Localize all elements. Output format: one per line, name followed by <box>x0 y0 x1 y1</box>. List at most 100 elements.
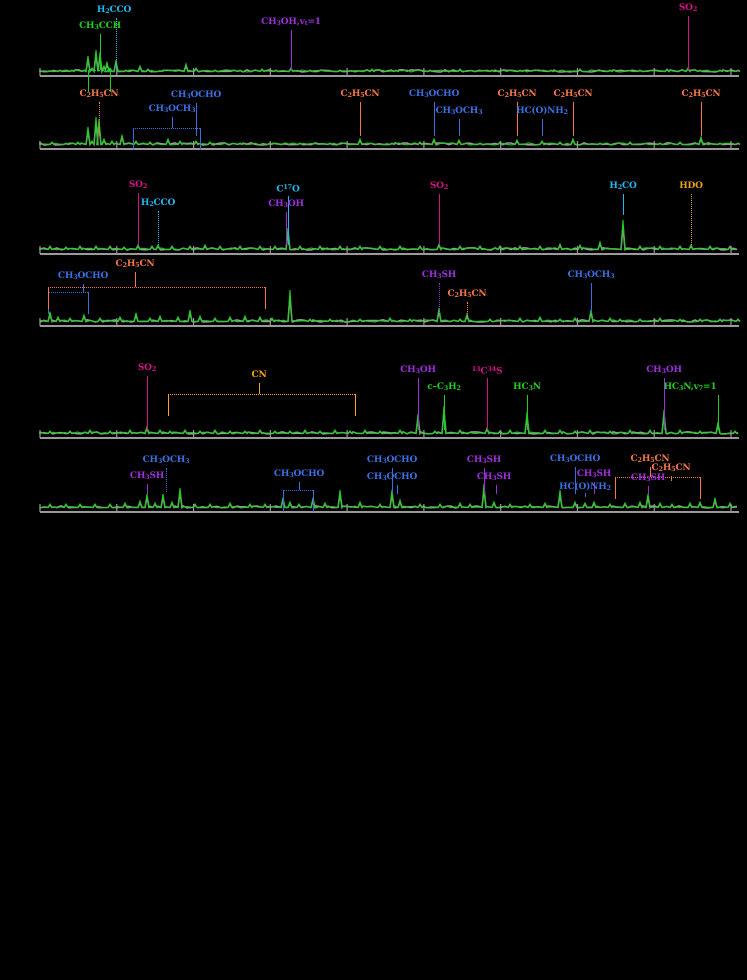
label-stem <box>286 212 287 245</box>
comb-end-tick <box>700 477 701 499</box>
observed-spectrum-panel-5 <box>39 405 739 435</box>
label-stem <box>397 485 398 494</box>
model-spectrum-panel-6 <box>39 488 738 510</box>
molecule-label-ch3och3: CH3OCH3 <box>148 104 196 115</box>
label-stem <box>83 284 84 292</box>
comb-end-tick <box>355 394 356 416</box>
label-stem <box>138 193 139 245</box>
spectrum-trace-panel-2 <box>39 116 741 150</box>
label-stem <box>288 196 289 245</box>
label-stem <box>116 18 118 70</box>
label-stem <box>517 102 518 136</box>
label-stem <box>594 482 595 494</box>
molecule-label-ch3ocho: CH3OCHO <box>170 90 222 101</box>
molecule-label-ch3sh: CH3SH <box>476 472 512 483</box>
molecule-label-hc-o-nh2: HC(O)NH2 <box>516 106 568 117</box>
molecule-label-ch3oh-vt-1: CH3OH,vt=1 <box>261 17 321 28</box>
molecule-label-c2h5cn: C2H5CN <box>630 454 670 465</box>
molecule-label-hdo: HDO <box>679 181 703 191</box>
line-comb-bracket <box>168 394 355 396</box>
label-stem <box>664 378 665 430</box>
comb-end-tick <box>283 490 284 512</box>
molecule-label-c17o: C17O <box>276 183 300 195</box>
molecule-label-c2h5cn: C2H5CN <box>553 89 593 100</box>
label-stem <box>444 395 445 430</box>
label-stem <box>591 283 592 313</box>
molecule-label-ch3sh: CH3SH <box>421 270 457 281</box>
line-comb-bracket <box>283 490 313 492</box>
molecule-label-13c34s: 13C34S <box>471 365 503 377</box>
label-stem <box>650 467 651 477</box>
label-stem <box>147 484 148 494</box>
molecule-label-hc-o-nh2: HC(O)NH2 <box>559 482 611 493</box>
molecule-label-ch3sh: CH3SH <box>466 455 502 466</box>
label-stem <box>299 482 300 490</box>
spectrum-trace-panel-3 <box>39 219 739 255</box>
molecule-label-ch3ocho: CH3OCHO <box>366 472 418 483</box>
molecule-label-ch3sh: CH3SH <box>129 471 165 482</box>
comb-end-tick <box>200 128 201 150</box>
observed-spectrum-panel-3 <box>39 219 738 251</box>
label-stem <box>439 283 441 313</box>
label-stem <box>542 119 543 136</box>
comb-end-tick <box>48 287 49 309</box>
observed-spectrum-panel-4 <box>39 289 741 323</box>
molecule-label-ch3ocho: CH3OCHO <box>57 271 109 282</box>
spectrum-trace-panel-5 <box>39 405 739 439</box>
label-stem <box>691 194 693 245</box>
comb-end-tick <box>615 477 616 499</box>
comb-end-tick <box>265 287 266 309</box>
molecule-label-h2co: H2CO <box>609 181 637 192</box>
molecule-label-c2h5cn: C2H5CN <box>79 89 119 100</box>
line-comb-bracket <box>615 477 700 479</box>
line-comb-bracket <box>88 70 110 72</box>
label-stem <box>701 102 702 136</box>
molecule-label-ch3sh: CH3SH <box>630 473 666 484</box>
molecule-label-ch3cch: CH3CCH <box>79 21 121 32</box>
label-stem <box>99 102 101 136</box>
label-stem <box>623 194 624 215</box>
label-stem <box>135 272 136 287</box>
label-stem <box>172 117 173 128</box>
molecule-label-c2h5cn: C2H5CN <box>681 89 721 100</box>
molecule-label-so2: SO2 <box>678 3 698 14</box>
label-stem <box>196 103 197 136</box>
molecule-label-ch3oh: CH3OH <box>400 365 436 376</box>
comb-end-tick <box>110 70 111 92</box>
label-stem <box>158 211 160 245</box>
label-stem <box>392 468 393 494</box>
spectrum-trace-panel-1 <box>39 49 741 77</box>
observed-spectrum-panel-1 <box>39 49 741 74</box>
label-stem <box>259 383 260 394</box>
label-stem <box>434 102 435 136</box>
molecule-label-c2h5cn: C2H5CN <box>447 289 487 300</box>
line-comb-bracket <box>48 292 88 294</box>
observed-spectrum-panel-2 <box>39 116 741 147</box>
molecule-label-so2: SO2 <box>429 181 449 192</box>
label-stem <box>147 376 148 430</box>
spectrum-trace-panel-4 <box>39 289 741 327</box>
label-stem <box>718 395 719 430</box>
molecule-label-ch3oh: CH3OH <box>268 199 304 210</box>
molecule-label-c2h5cn: C2H5CN <box>340 89 380 100</box>
molecule-label-ch3och3: CH3OCH3 <box>142 455 190 466</box>
molecule-label-hc3n-v7-1: HC3N,v7=1 <box>663 382 717 393</box>
molecule-label-ch3ocho: CH3OCHO <box>549 454 601 465</box>
molecule-label-hc3n: HC3N <box>513 382 541 393</box>
molecule-label-so2: SO2 <box>128 180 148 191</box>
molecule-label-c2h5cn: C2H5CN <box>497 89 537 100</box>
comb-end-tick <box>313 490 314 512</box>
label-stem <box>585 493 586 497</box>
label-stem <box>291 30 292 70</box>
molecule-label-ch3och3: CH3OCH3 <box>567 270 615 281</box>
label-stem <box>467 302 469 318</box>
molecule-label-h2cco: H2CCO <box>140 198 176 209</box>
molecule-label-c2h5cn: C2H5CN <box>115 259 155 270</box>
line-comb-bracket <box>48 287 265 289</box>
molecule-label-c-c3h2: c–C3H2 <box>427 382 461 393</box>
molecule-label-ch3ocho: CH3OCHO <box>408 89 460 100</box>
